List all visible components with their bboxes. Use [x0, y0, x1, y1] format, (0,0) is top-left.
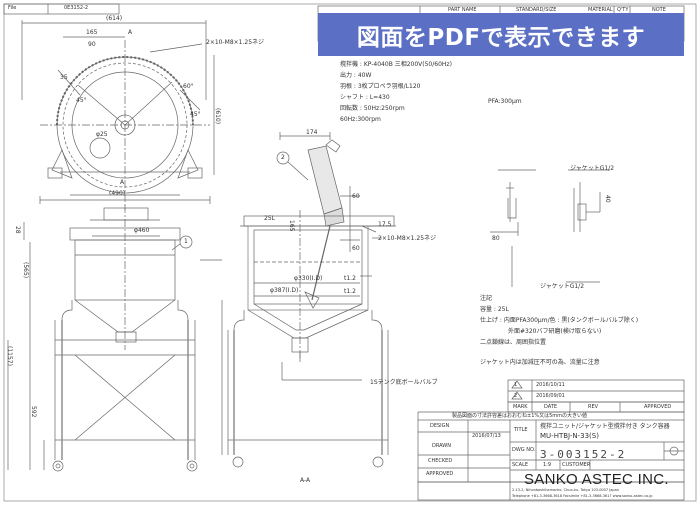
- note-warning: ジャケット内は加減圧不可の為、流量に注意: [480, 359, 600, 366]
- label-a-top: A: [128, 29, 133, 36]
- tb-scale-value: 1:9: [543, 462, 552, 468]
- note-line-2: 仕上げ : 内面PFA300μm/色 : 黒(タンクボールバルブ除く): [480, 317, 639, 324]
- tb-approved: APPROVED: [426, 471, 454, 477]
- file-number: 0E3152-2: [64, 5, 89, 11]
- rev-header-rev: REV: [588, 404, 599, 410]
- company-name: SANKO ASTEC INC.: [524, 471, 669, 488]
- spec-line-5: 回転数 : 50Hz:250rpm: [340, 105, 405, 112]
- tb-title-label: TITLE: [514, 427, 528, 433]
- jacket-dim-80: 80: [492, 235, 500, 242]
- note-line-4: 二点鎖線は、周囲指位置: [480, 339, 547, 346]
- note-line-1: 容量 : 25L: [480, 306, 509, 313]
- dim-t12a: t1.2: [344, 275, 356, 282]
- dim-28: 28: [14, 226, 21, 234]
- tb-date: 2016/07/13: [472, 433, 501, 439]
- jacket-label-top: ジャケットG1/2: [570, 165, 615, 172]
- bolt-spec-mid: 2×10-M8×1.25ネジ: [378, 235, 437, 242]
- dim-165-mid: 165: [288, 220, 295, 232]
- spec-line-3: 羽根 : 3枚プロペラ羽根/L120: [340, 83, 421, 90]
- dim-25l: 25L: [264, 215, 275, 222]
- dim-17-5: 17.5: [378, 221, 392, 228]
- dim-angle-45a: 45°: [190, 111, 201, 118]
- tb-drawn: DRAWN: [432, 443, 451, 449]
- dim-phi25: φ25: [96, 131, 108, 138]
- col-material: MATERIAL: [588, 7, 613, 13]
- tb-design: DESIGN: [430, 423, 450, 429]
- dim-174: 174: [306, 129, 318, 136]
- rev-date-1: 2016/10/11: [536, 382, 565, 388]
- tb-title-line2: MU-HTBJ-N-33(S): [540, 432, 599, 440]
- tolerance-note: 製品図面の寸法許容差はおおむね±1%又は5mmの大きい値: [452, 413, 588, 419]
- spec-line-1: 撹拌機 : KP-4040B 三相200V(50/60Hz): [340, 61, 452, 68]
- dim-610: (610): [214, 108, 221, 125]
- dim-t12b: t1.2: [344, 288, 356, 295]
- dim-phi330: φ330(I.D): [294, 275, 323, 282]
- note-line-3: 外面#320バフ研磨(検け取らない): [508, 328, 602, 335]
- rev-header-date: DATE: [544, 404, 558, 410]
- dim-phi460: φ460: [134, 227, 150, 234]
- dim-angle-90: 90: [88, 41, 96, 48]
- pdf-banner[interactable]: 図面をPDFで表示できます: [318, 13, 684, 56]
- jacket-dim-40: 40: [604, 195, 611, 203]
- balloon-2: 2: [281, 154, 285, 161]
- tb-checked: CHECKED: [428, 458, 453, 464]
- dim-35: 35: [60, 74, 68, 81]
- dim-565: (565): [22, 262, 29, 279]
- dim-60b: 60: [352, 245, 360, 252]
- col-part-name: PART NAME: [448, 7, 477, 13]
- pfa-note: PFA:300μm: [488, 98, 522, 105]
- rev-date-2: 2016/09/01: [536, 393, 565, 399]
- notes-title: 注記: [480, 295, 493, 302]
- spec-line-4: シャフト : L=430: [340, 94, 390, 101]
- dim-592: 592: [30, 406, 37, 418]
- company-phone: Telephone +81-3-3668-3618 Facsimile +81-…: [512, 494, 653, 498]
- rev-mark-2: 2: [514, 393, 518, 399]
- col-note: NOTE: [652, 7, 666, 13]
- label-a-bottom: A: [120, 179, 125, 186]
- dim-165: 165: [86, 29, 98, 36]
- col-qty: Q'TY: [617, 7, 629, 13]
- rev-header-mark: MARK: [513, 404, 528, 410]
- dim-490: (490): [109, 190, 126, 197]
- tb-dwg-number: 3-003152-2: [540, 448, 627, 461]
- tb-customer-label: CUSTOMER: [562, 462, 591, 468]
- bolt-spec-top: 2×10-M8×1.25ネジ: [206, 39, 265, 46]
- dim-phi387: φ387(I.D): [270, 287, 299, 294]
- tb-dwg-label: DWG NO.: [512, 447, 536, 453]
- tb-title-line1: 撹拌ユニット/ジャケット型撹拌付き タンク容器: [540, 423, 670, 430]
- tb-scale-label: SCALE: [512, 462, 529, 468]
- jacket-label-bottom: ジャケットG1/2: [540, 283, 585, 290]
- file-label: File: [8, 5, 17, 11]
- section-label: A-A: [300, 477, 311, 484]
- spec-line-6: 60Hz:300rpm: [340, 116, 381, 123]
- dim-614: (614): [106, 15, 123, 22]
- dim-angle-45b: 45°: [76, 97, 87, 104]
- rev-header-approved: APPROVED: [644, 404, 672, 410]
- col-standard: STANDARD/SIZE: [516, 7, 557, 13]
- spec-line-2: 出力 : 40W: [340, 72, 372, 79]
- dim-1157: (1157): [6, 346, 13, 366]
- balloon-1: 1: [184, 238, 188, 245]
- ball-valve-label: 1Sテンク底ボールバルブ: [370, 379, 438, 386]
- company-address: 2-13-2, Nihonbashihamacho, Chuo-ku, Toky…: [512, 488, 619, 492]
- dim-60a: 60: [352, 193, 360, 200]
- dim-angle-60: 60°: [183, 83, 194, 90]
- rev-mark-1: 1: [514, 382, 518, 388]
